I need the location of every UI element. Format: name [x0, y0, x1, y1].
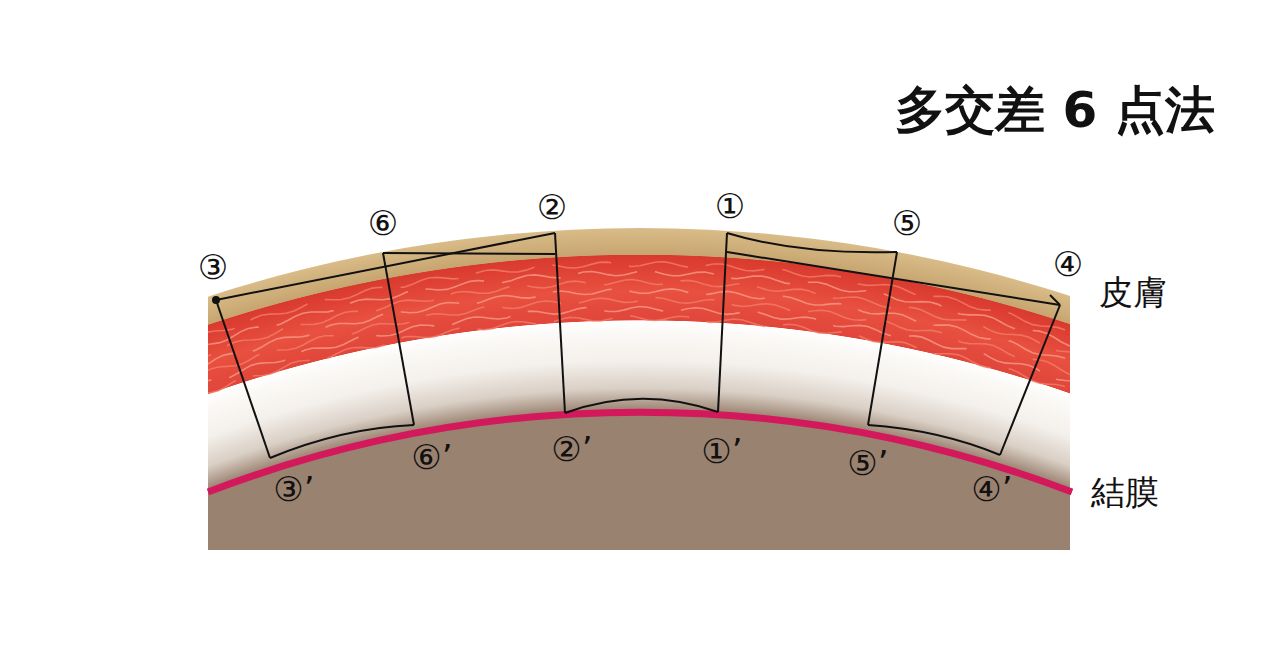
muscle-fiber	[208, 280, 1070, 369]
muscle-fiber	[208, 271, 1070, 362]
muscle-fiber	[208, 289, 1070, 374]
suture	[555, 233, 565, 413]
suture	[383, 253, 555, 254]
suture	[216, 300, 270, 458]
knot-dot	[212, 296, 220, 304]
eyelid-band	[208, 228, 1070, 550]
layer-name: 皮膚	[1099, 274, 1167, 311]
suture	[718, 233, 727, 412]
callout-number: ③’	[273, 471, 314, 508]
eyelid-layers	[208, 228, 1070, 550]
suture	[727, 233, 897, 252]
suture	[216, 233, 555, 300]
suture-lines	[216, 233, 1060, 458]
callout-number: ①	[715, 188, 745, 225]
callout-number: ④	[1053, 246, 1083, 283]
muscle-fiber	[208, 298, 1070, 386]
callout-number: ②’	[551, 431, 592, 468]
suture	[270, 425, 414, 458]
callout-number: ①’	[701, 433, 742, 470]
layer-name: 結膜	[1091, 474, 1159, 511]
suture	[383, 253, 414, 425]
suture	[1050, 295, 1060, 305]
callout-number: ②	[537, 189, 567, 226]
callout-number: ⑥	[368, 205, 398, 242]
suture	[1000, 305, 1060, 455]
callout-number: ④’	[971, 471, 1012, 508]
muscle-texture	[208, 262, 1070, 401]
suture	[868, 252, 897, 425]
diagram-title: 多交差 6 点法	[895, 83, 1215, 138]
callout-number: ⑤	[892, 205, 922, 242]
callout-number: ⑤’	[847, 445, 888, 482]
callout-number: ③	[198, 249, 228, 286]
callout-number: ⑥’	[411, 439, 452, 476]
conjunctiva-line	[208, 412, 1072, 492]
muscle-fiber	[208, 307, 1070, 396]
muscle-fiber	[208, 316, 1070, 401]
suture	[565, 399, 718, 413]
